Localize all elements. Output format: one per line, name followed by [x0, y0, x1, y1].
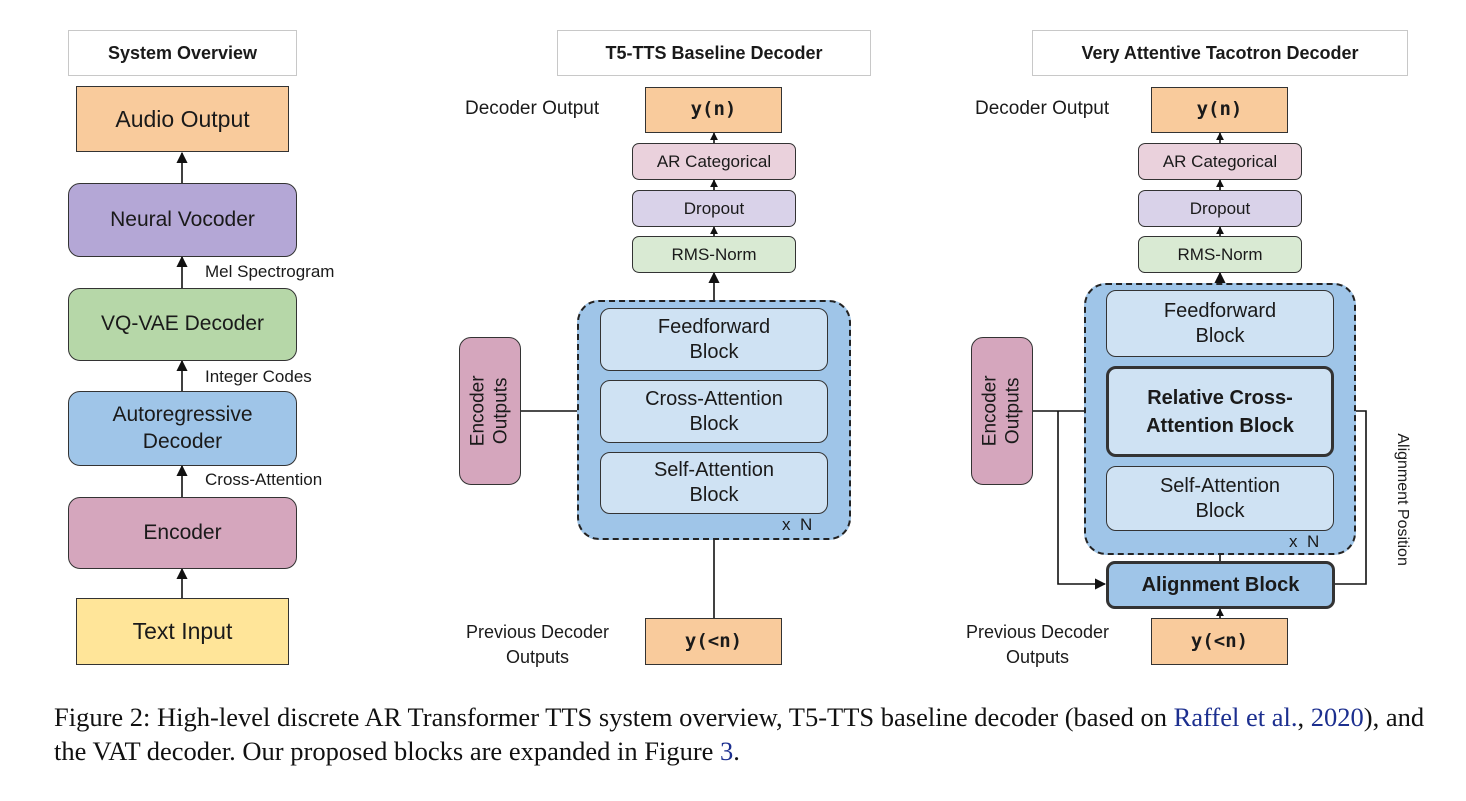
vat-arrow-enc-to-align [1057, 411, 1107, 590]
vat-encoder-outputs-text: Encoder Outputs [979, 375, 1023, 447]
baseline-decoder-output-label: Decoder Output [465, 98, 600, 119]
figure-caption: Figure 2: High-level discrete AR Transfo… [54, 700, 1434, 768]
vat-self-attention-block: Self-Attention Block [1106, 466, 1334, 531]
baseline-encoder-outputs-text: Encoder Outputs [467, 375, 511, 447]
vat-feedforward-block: Feedforward Block [1106, 290, 1334, 357]
overview-panel-title: System Overview [68, 30, 297, 76]
vat-panel-title: Very Attentive Tacotron Decoder [1032, 30, 1408, 76]
autoregressive-decoder-box: Autoregressive Decoder [68, 391, 297, 466]
audio-output-box: Audio Output [76, 86, 289, 152]
vat-relative-cross-attention-block: Relative Cross-Attention Block [1106, 366, 1334, 457]
vat-previous-outputs-label: Previous Decoder Outputs [965, 622, 1110, 667]
vat-alignment-position-label: Alignment Position [1336, 433, 1436, 566]
vat-alignment-position-text: Alignment Position [1393, 433, 1411, 566]
baseline-rms-norm-box: RMS-Norm [632, 236, 796, 273]
text-input-box: Text Input [76, 598, 289, 665]
baseline-ar-categorical-box: AR Categorical [632, 143, 796, 180]
caption-cite-sep: , [1297, 702, 1311, 732]
baseline-self-attention-block: Self-Attention Block [600, 452, 828, 514]
vat-encoder-outputs-box: Encoder Outputs [971, 337, 1033, 485]
encoder-box: Encoder [68, 497, 297, 569]
baseline-cross-attention-block: Cross-Attention Block [600, 380, 828, 443]
cross-attention-edge-label: Cross-Attention [205, 470, 323, 489]
vat-dropout-box: Dropout [1138, 190, 1302, 227]
caption-cite-author-link[interactable]: Raffel et al. [1173, 702, 1298, 732]
vat-y-n-box: y(n) [1151, 87, 1288, 133]
vat-alignment-block: Alignment Block [1106, 561, 1335, 609]
caption-cite-year-link[interactable]: 2020 [1310, 702, 1364, 732]
caption-middle: ), and the VAT decoder. Our proposed blo… [54, 702, 1425, 766]
baseline-repeat-label: x N [782, 515, 813, 534]
vat-repeat-label: x N [1289, 532, 1320, 551]
caption-suffix: . [733, 736, 740, 766]
baseline-encoder-outputs-box: Encoder Outputs [459, 337, 521, 485]
vat-y-prev-box: y(<n) [1151, 618, 1288, 665]
vqvae-decoder-box: VQ-VAE Decoder [68, 288, 297, 361]
baseline-dropout-box: Dropout [632, 190, 796, 227]
mel-spectrogram-label: Mel Spectrogram [205, 262, 335, 281]
integer-codes-label: Integer Codes [205, 367, 312, 386]
neural-vocoder-box: Neural Vocoder [68, 183, 297, 257]
caption-prefix: Figure 2: High-level discrete AR Transfo… [54, 702, 1174, 732]
caption-figure-ref-link[interactable]: 3 [720, 736, 734, 766]
vat-rms-norm-box: RMS-Norm [1138, 236, 1302, 273]
baseline-panel-title: T5-TTS Baseline Decoder [557, 30, 871, 76]
baseline-feedforward-block: Feedforward Block [600, 308, 828, 371]
baseline-y-n-box: y(n) [645, 87, 782, 133]
baseline-y-prev-box: y(<n) [645, 618, 782, 665]
baseline-previous-outputs-label: Previous Decoder Outputs [465, 622, 610, 667]
vat-decoder-output-label: Decoder Output [975, 98, 1110, 119]
vat-ar-categorical-box: AR Categorical [1138, 143, 1302, 180]
